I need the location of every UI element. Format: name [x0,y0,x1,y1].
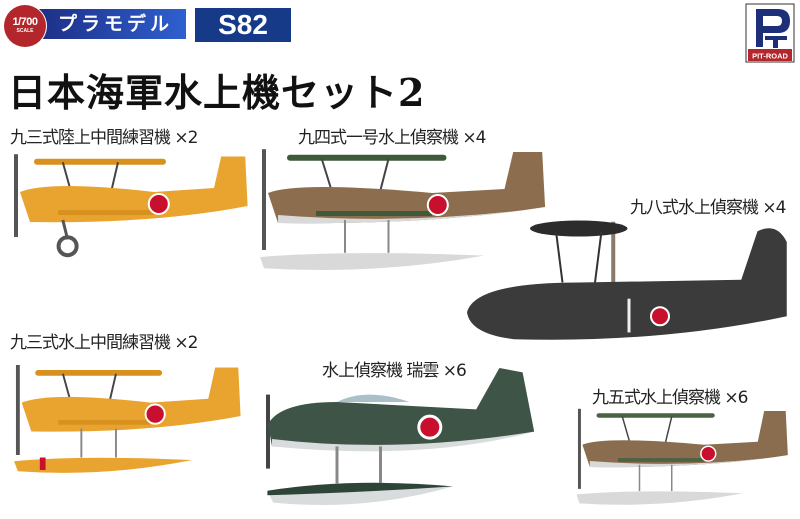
aircraft-label-4: 九三式水上中間練習機 ×2 [10,333,198,353]
float [576,491,743,505]
propeller [577,408,581,489]
category-banner: プラモデル [38,9,186,39]
canopy [337,394,410,402]
hinomaru-roundel [144,403,166,425]
aircraft-illustration-6 [576,408,788,505]
hinomaru-roundel [700,445,717,462]
aircraft-illustration-2 [260,149,546,271]
aircraft-label-3: 九八式水上偵察機 ×4 [630,198,786,218]
hinomaru-roundel [650,306,670,327]
underside [272,431,535,452]
float [14,457,193,473]
upper-wing [287,154,447,161]
lower-wing [618,458,704,462]
fuselage [582,411,788,468]
underside [589,455,788,468]
aircraft-illustration-3 [467,220,787,340]
hinomaru-roundel [417,414,443,440]
scale-subtext: SCALE [16,28,34,34]
propeller [14,154,18,237]
fuselage [20,156,248,223]
aircraft-label-1: 九三式陸上中間練習機 ×2 [10,128,198,148]
page-title: 日本海軍水上機セット2 [8,70,426,115]
hinomaru-roundel [147,193,170,215]
propeller [266,394,270,469]
scale-badge: 1/700 SCALE [4,5,46,47]
propeller [611,221,616,296]
hull-marking [627,298,631,333]
hull [467,228,787,340]
upper-wing [596,413,715,418]
lower-wing [58,210,154,215]
fuselage [268,152,546,224]
strut [594,231,603,283]
lower-wing [58,419,151,425]
strut [555,231,564,283]
fuselage [21,367,241,432]
kit-number: S82 [195,8,291,42]
fuselage [268,367,535,449]
upper-wing [34,158,166,165]
aircraft-label-6: 九五式水上偵察機 ×6 [592,388,748,408]
brand-name: PIT-ROAD [752,52,788,61]
upper-wing [530,220,628,237]
propeller [15,365,20,455]
hinomaru-roundel [426,194,449,216]
propeller [262,149,266,250]
float-top [267,482,453,496]
aircraft-illustration-1 [14,154,248,258]
lower-wing [316,211,432,216]
brand-logo: PIT-ROAD [745,3,795,63]
float [260,253,485,271]
underside [278,207,546,224]
aircraft-illustration-5 [266,367,535,505]
wheel [56,235,79,258]
aircraft-label-2: 九四式一号水上偵察機 ×4 [298,128,486,148]
aircraft-label-5: 水上偵察機 瑞雲 ×6 [322,361,467,381]
pit-road-logo-icon: PIT-ROAD [745,3,795,63]
scale-text: 1/700 [12,16,38,28]
upper-wing [35,370,163,376]
float-stripe [39,457,46,470]
aircraft-illustration-4 [14,365,241,473]
